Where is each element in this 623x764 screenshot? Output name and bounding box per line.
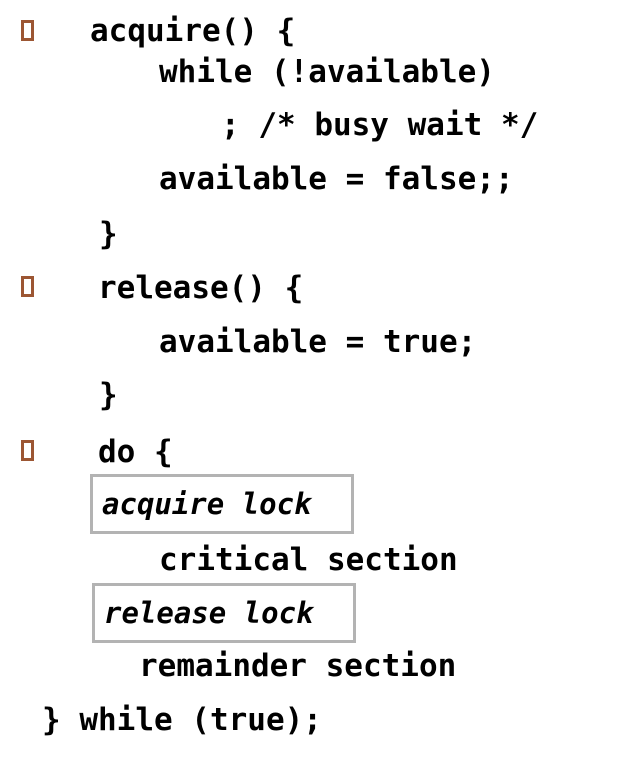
bullet-marker-icon-do [21,440,34,461]
code-line-acquire-close: } [99,216,118,252]
code-line-release-open: release() { [98,270,304,306]
bullet-marker-icon-release [21,276,34,297]
code-line-available-true: available = true; [159,324,477,360]
code-line-while-not-available: while (!available) [159,54,495,90]
code-line-busy-wait: ; /* busy wait */ [221,107,539,143]
code-line-while-true: } while (true); [42,702,322,738]
callout-box-acquire-lock: acquire lock [90,474,354,534]
code-line-available-false: available = false;; [159,161,514,197]
callout-box-release-lock-label: release lock [104,596,314,630]
code-line-release-close: } [99,377,118,413]
code-line-remainder-section: remainder section [139,648,457,684]
bullet-marker-icon-acquire [21,20,34,41]
code-line-do-open: do { [98,434,173,470]
code-line-critical-section: critical section [159,542,458,578]
code-line-acquire-open: acquire() { [90,13,296,49]
callout-box-release-lock: release lock [92,583,356,643]
callout-box-acquire-lock-label: acquire lock [102,487,312,521]
